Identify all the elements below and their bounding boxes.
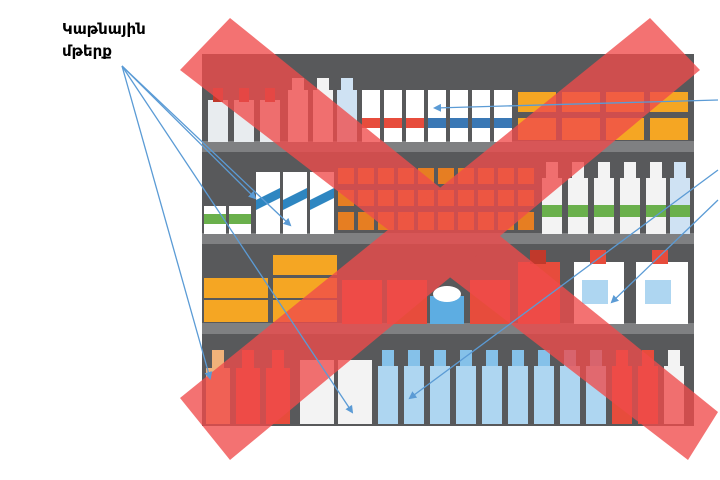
milk-bottle-icon: [428, 90, 446, 142]
dairy-products-label: Կաթնային մթերք: [62, 18, 192, 62]
milk-carton-icon: [204, 206, 226, 234]
milk-bottle-icon: [450, 90, 468, 142]
callout-arrows-right: [408, 99, 719, 400]
cheese-block-icon: [204, 278, 268, 322]
yogurt-cup-icon: [430, 286, 464, 324]
water-bottle-icon: [482, 350, 502, 424]
label-line-1: Կաթնային: [62, 20, 146, 38]
milk-carton-icon: [283, 172, 307, 234]
milk-bottle-icon: [384, 90, 402, 142]
water-bottle-icon: [620, 162, 640, 234]
water-bottle-icon: [430, 350, 450, 424]
shelf-board-3: [202, 323, 694, 334]
milk-carton-icon: [229, 206, 251, 234]
water-bottle-icon: [594, 162, 614, 234]
water-bottle-icon: [378, 350, 398, 424]
milk-jug-icon: [636, 250, 688, 324]
water-bottle-icon: [534, 350, 554, 424]
label-line-2: մթերք: [62, 42, 112, 60]
water-bottle-icon: [670, 162, 690, 234]
milk-bottle-icon: [472, 90, 490, 142]
callout-arrows-left: [121, 65, 354, 414]
milk-bottle-icon: [494, 90, 512, 142]
shelf-board-1: [202, 141, 694, 152]
milk-jug-icon: [574, 250, 624, 324]
milk-carton-icon: [256, 172, 280, 234]
milk-bottle-icon: [406, 90, 424, 142]
water-bottle-icon: [508, 350, 528, 424]
